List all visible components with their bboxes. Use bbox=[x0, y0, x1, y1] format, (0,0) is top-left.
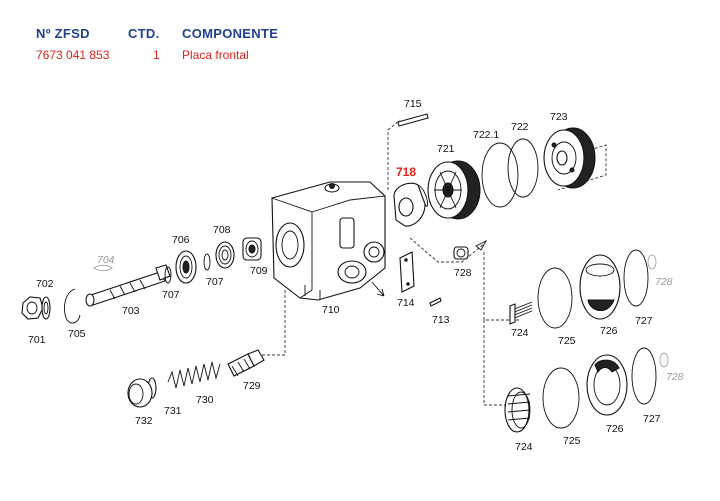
callout-731: 731 bbox=[164, 405, 182, 417]
callout-724a: 724 bbox=[511, 327, 529, 339]
callout-702: 702 bbox=[36, 278, 54, 290]
callout-722: 722 bbox=[511, 121, 529, 133]
shaft-703 bbox=[85, 264, 171, 307]
pin-713 bbox=[429, 297, 442, 307]
callout-726a: 726 bbox=[600, 325, 618, 337]
callout-705: 705 bbox=[68, 328, 86, 340]
front-plate-718 bbox=[393, 182, 429, 227]
callout-708: 708 bbox=[213, 224, 231, 236]
ring-707b bbox=[203, 253, 211, 271]
callout-727a: 727 bbox=[635, 315, 653, 327]
ring-727a bbox=[623, 249, 649, 307]
part-quantity: 1 bbox=[153, 48, 160, 62]
callout-706: 706 bbox=[172, 234, 190, 246]
guide-line-upper bbox=[387, 119, 401, 190]
callout-724b: 724 bbox=[515, 441, 533, 453]
ring-727b bbox=[631, 347, 657, 405]
callout-703: 703 bbox=[122, 305, 140, 317]
ring-722-1 bbox=[481, 142, 519, 208]
fitting-729 bbox=[227, 349, 265, 377]
seal-709 bbox=[242, 237, 262, 261]
bearing-706 bbox=[175, 250, 197, 284]
column-header-qty: CTD. bbox=[128, 26, 160, 41]
arrow-713 bbox=[371, 281, 385, 297]
callout-707a: 707 bbox=[162, 289, 180, 301]
plug-732 bbox=[127, 378, 153, 408]
plate-714 bbox=[399, 251, 415, 293]
callout-729: 729 bbox=[243, 380, 261, 392]
guide-line-return bbox=[483, 252, 520, 406]
guide-line-lower bbox=[260, 290, 286, 356]
rotor-721 bbox=[427, 160, 481, 220]
guide-line-728 bbox=[409, 237, 485, 263]
housing-710 bbox=[271, 181, 386, 301]
callout-722-1: 722.1 bbox=[473, 129, 499, 141]
callout-718: 718 bbox=[396, 165, 416, 179]
ring-722 bbox=[507, 138, 539, 198]
column-header-ref: Nº ZFSD bbox=[36, 26, 90, 41]
fitting-728 bbox=[453, 246, 469, 260]
callout-721: 721 bbox=[437, 143, 455, 155]
ring-728b bbox=[647, 254, 657, 270]
nut-701 bbox=[21, 296, 44, 320]
callout-725b: 725 bbox=[563, 435, 581, 447]
part-name: Placa frontal bbox=[182, 48, 249, 62]
spring-724b bbox=[504, 387, 531, 433]
ring-725a bbox=[537, 267, 573, 329]
callout-725a: 725 bbox=[558, 335, 576, 347]
callout-710: 710 bbox=[322, 304, 340, 316]
callout-723: 723 bbox=[550, 111, 568, 123]
callout-728c: 728 bbox=[666, 371, 684, 383]
spring-724a bbox=[509, 301, 533, 325]
ring-707a bbox=[164, 266, 172, 284]
retaining-ring-705 bbox=[64, 288, 81, 324]
callout-728b: 728 bbox=[655, 276, 673, 288]
callout-726b: 726 bbox=[606, 423, 624, 435]
callout-704: 704 bbox=[97, 254, 115, 266]
piston-726b bbox=[586, 354, 628, 416]
callout-732: 732 bbox=[135, 415, 153, 427]
callout-728a: 728 bbox=[454, 267, 472, 279]
pin-715 bbox=[397, 113, 429, 127]
cam-ring-723 bbox=[543, 127, 596, 189]
washer-702 bbox=[41, 296, 51, 320]
callout-713: 713 bbox=[432, 314, 450, 326]
callout-707b: 707 bbox=[206, 276, 224, 288]
arrow-728 bbox=[475, 239, 488, 251]
spring-730 bbox=[167, 361, 221, 389]
bearing-708 bbox=[215, 241, 235, 269]
ring-725b bbox=[542, 367, 580, 429]
callout-715: 715 bbox=[404, 98, 422, 110]
part-number: 7673 041 853 bbox=[36, 48, 110, 62]
key-704 bbox=[93, 264, 113, 272]
column-header-component: COMPONENTE bbox=[182, 26, 279, 41]
callout-727b: 727 bbox=[643, 413, 661, 425]
callout-709: 709 bbox=[250, 265, 268, 277]
callout-701: 701 bbox=[28, 334, 46, 346]
ring-728c bbox=[659, 352, 669, 368]
callout-730: 730 bbox=[196, 394, 214, 406]
piston-726a bbox=[579, 254, 621, 320]
callout-714: 714 bbox=[397, 297, 415, 309]
